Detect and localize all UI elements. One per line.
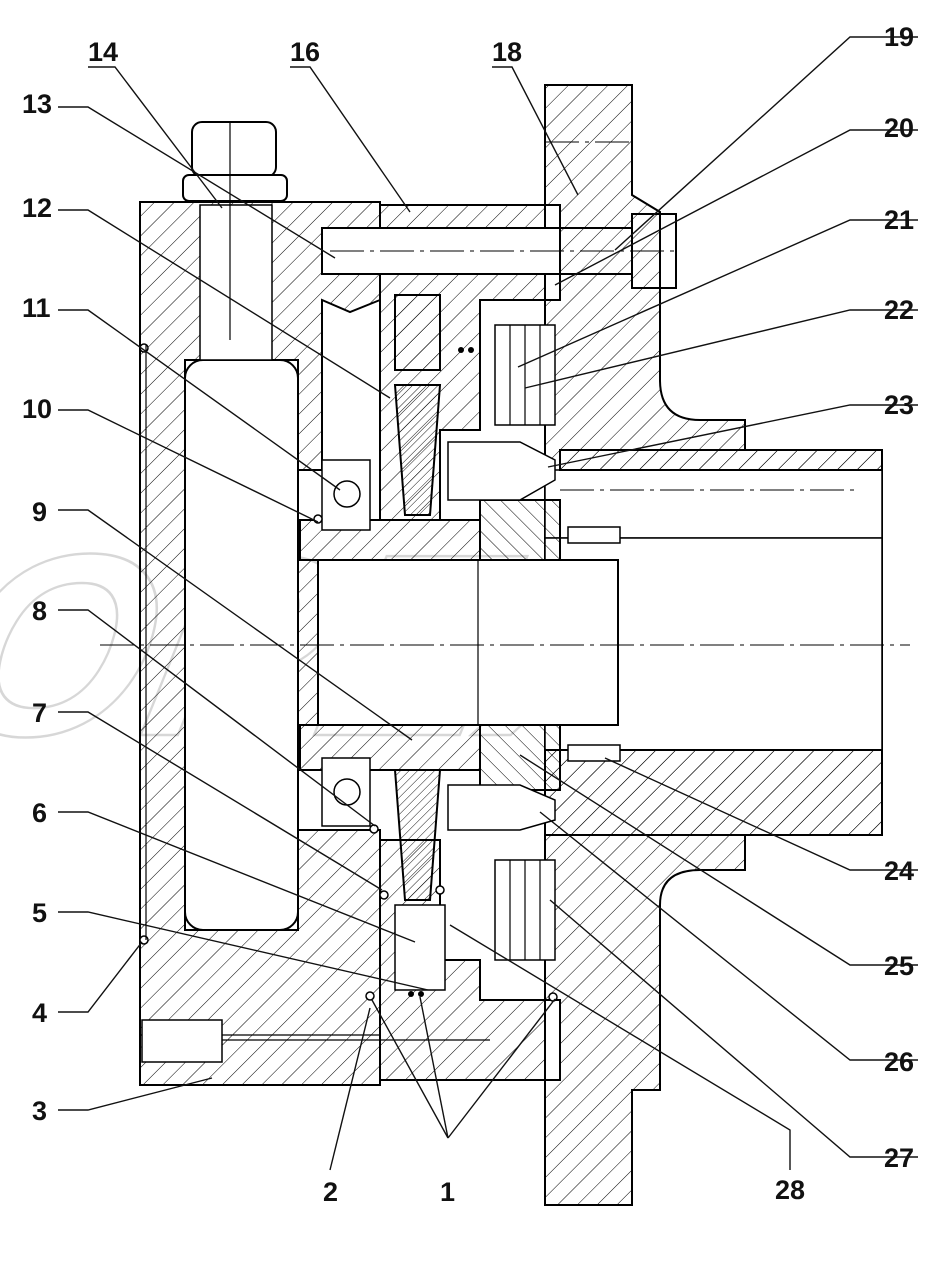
callout-21: 21 [884,205,914,235]
callout-5: 5 [32,898,47,928]
callout-9: 9 [32,497,47,527]
callout-24: 24 [884,856,914,886]
callout-20: 20 [884,113,914,143]
callout-18: 18 [492,37,522,67]
leader-lines [58,36,918,1171]
callout-23: 23 [884,390,914,420]
disc-pack [494,324,556,961]
callout-6: 6 [32,798,47,828]
spring-stack [393,384,442,901]
callout-28: 28 [775,1175,805,1205]
callout-12: 12 [22,193,52,223]
callout-8: 8 [32,596,47,626]
callout-2: 2 [323,1177,338,1207]
shaft [299,499,619,791]
callout-7: 7 [32,698,47,728]
callout-4: 4 [32,998,47,1028]
callout-19: 19 [884,22,914,52]
callout-26: 26 [884,1047,914,1077]
seals [567,526,621,762]
callout-25: 25 [884,951,914,981]
callout-11: 11 [22,293,51,323]
callout-14: 14 [88,37,118,67]
callout-13: 13 [22,89,52,119]
callout-10: 10 [22,394,52,424]
callout-3: 3 [32,1096,47,1126]
bearings [321,459,371,827]
piston [394,294,446,991]
callout-22: 22 [884,295,914,325]
piston-pins [447,441,556,831]
callout-labels: 14 16 18 19 13 20 12 21 11 22 10 23 9 8 … [22,22,914,1207]
callout-16: 16 [290,37,320,67]
callout-1: 1 [440,1177,455,1207]
callout-27: 27 [884,1143,914,1173]
